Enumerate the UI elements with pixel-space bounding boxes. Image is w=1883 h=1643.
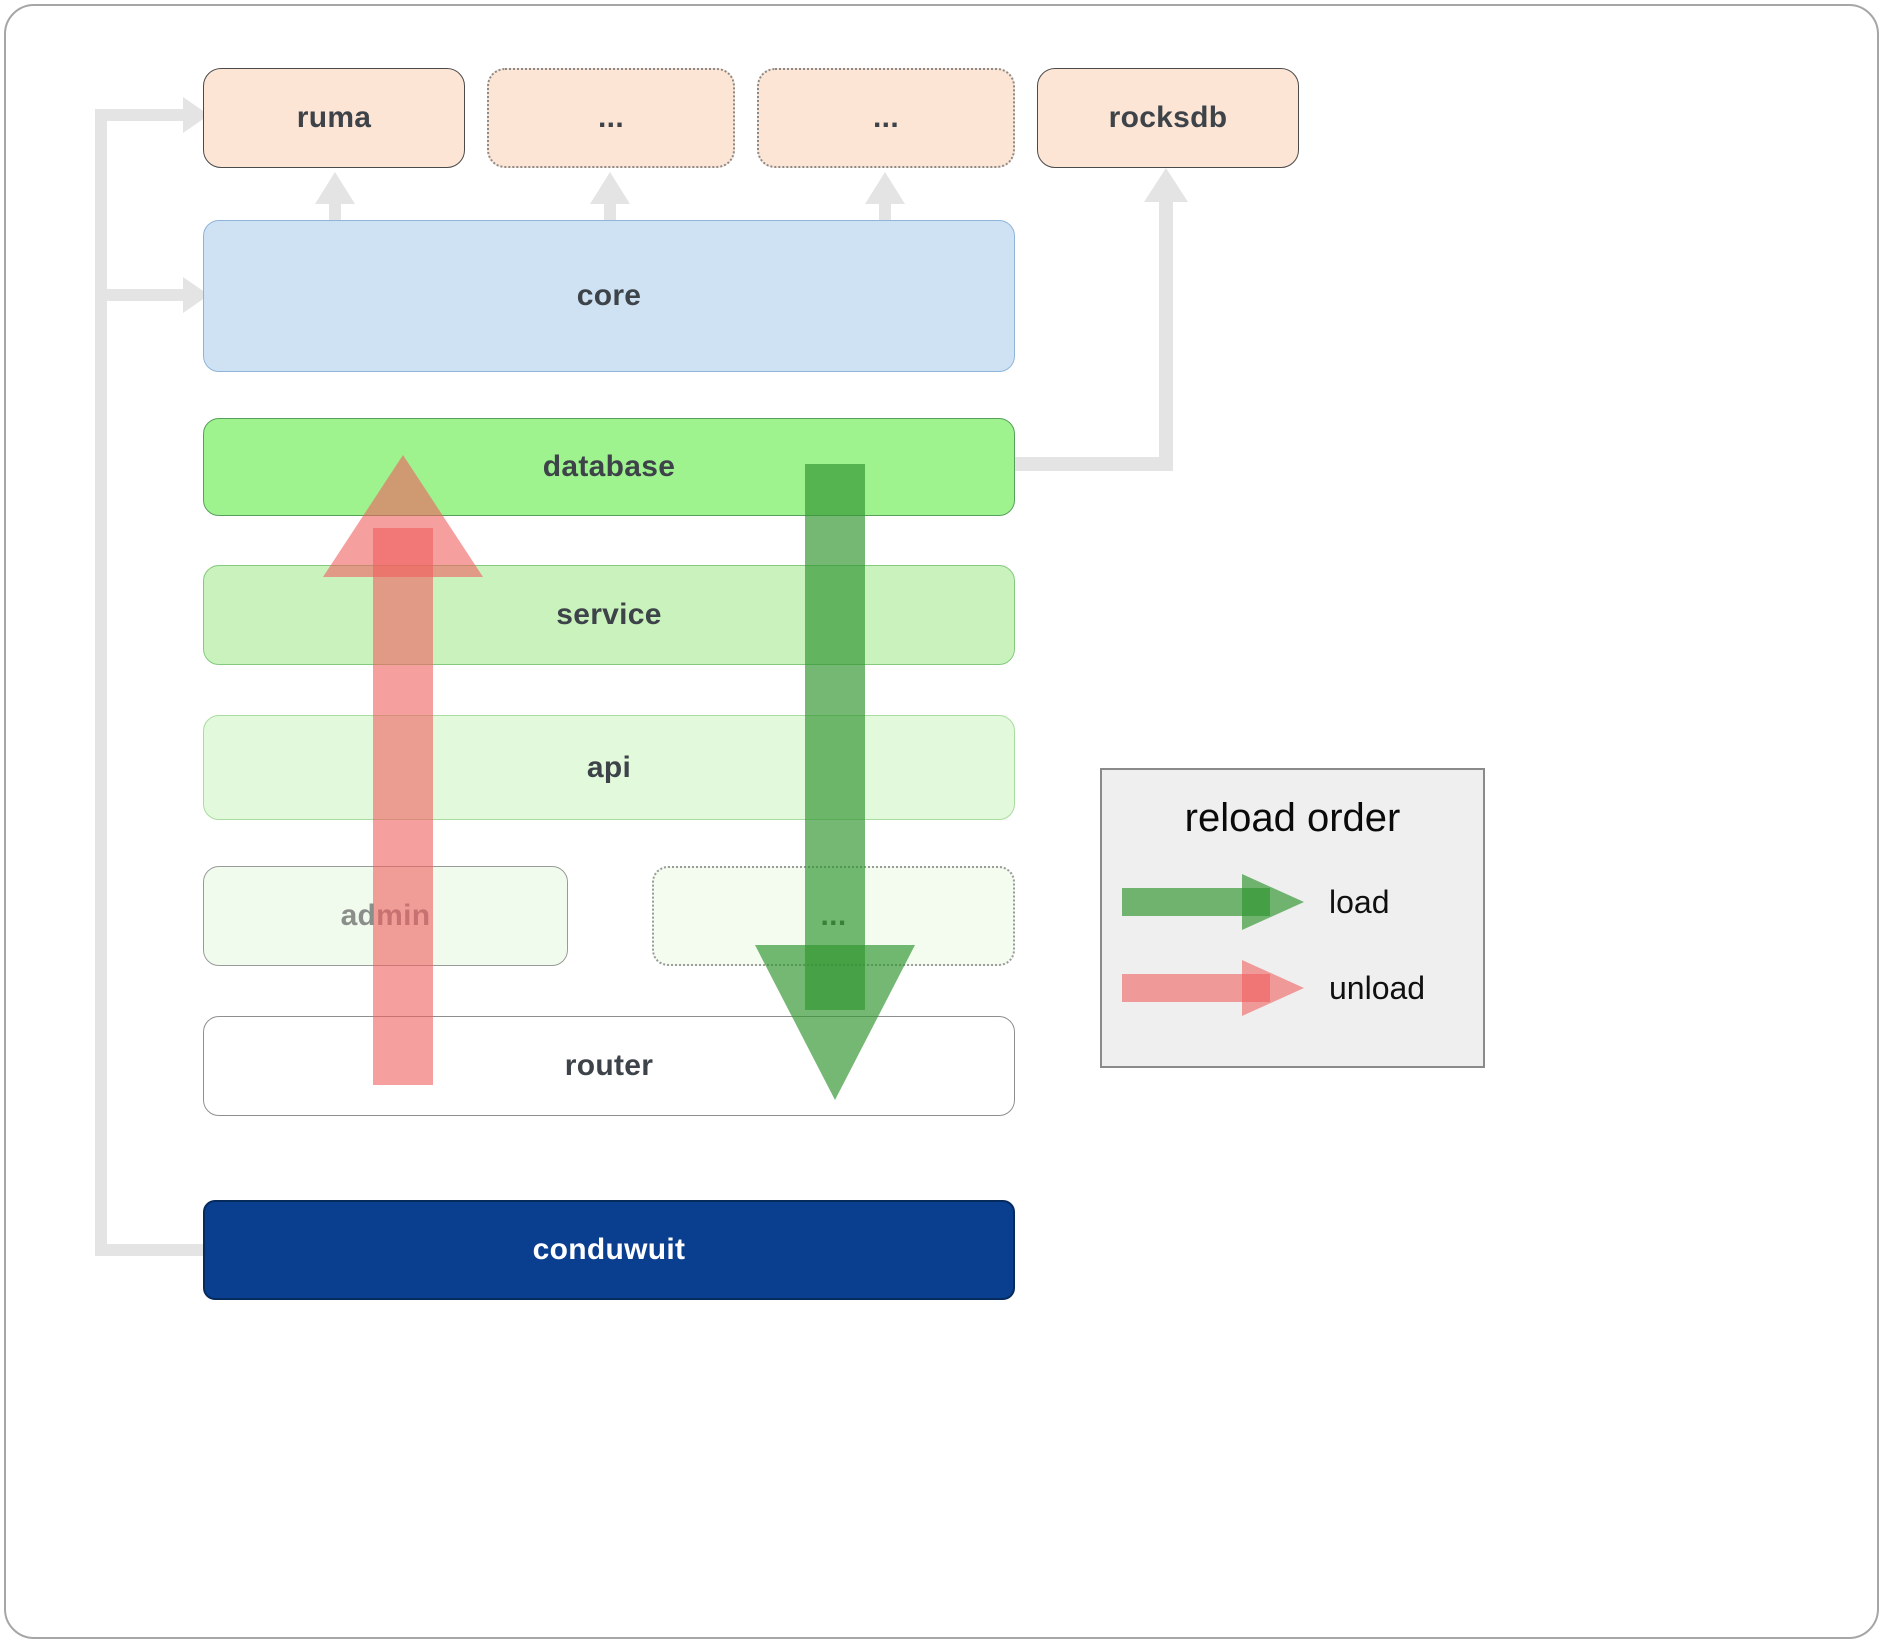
arrowhead-up-1-icon bbox=[315, 172, 355, 204]
box-ellipsis-2-label: ... bbox=[873, 101, 899, 134]
box-admin: admin bbox=[203, 866, 568, 966]
box-ellipsis-3-label: ... bbox=[820, 899, 847, 932]
box-ruma-label: ruma bbox=[296, 101, 372, 134]
conduwuit-to-ruma-connector bbox=[95, 109, 203, 1256]
box-ruma: ruma bbox=[203, 68, 465, 168]
connector-arrowhead-rocksdb-icon bbox=[1144, 168, 1188, 202]
box-ellipsis-1: ... bbox=[487, 68, 735, 168]
legend: reload order load unload bbox=[1100, 768, 1485, 1068]
legend-load-label: load bbox=[1329, 883, 1390, 920]
box-admin-label: admin bbox=[340, 899, 431, 932]
load-arrow-icon bbox=[1122, 874, 1304, 930]
box-router-label: router bbox=[564, 1049, 654, 1082]
database-to-rocksdb-connector bbox=[1015, 200, 1173, 471]
box-api-label: api bbox=[586, 750, 632, 784]
box-core-label: core bbox=[576, 279, 642, 312]
box-service: service bbox=[203, 565, 1015, 665]
legend-row-unload: unload bbox=[1122, 945, 1463, 1031]
box-rocksdb-label: rocksdb bbox=[1108, 101, 1228, 134]
box-database: database bbox=[203, 418, 1015, 516]
box-conduwuit-label: conduwuit bbox=[532, 1233, 686, 1266]
box-database-label: database bbox=[542, 450, 676, 483]
box-ellipsis-2: ... bbox=[757, 68, 1015, 168]
box-rocksdb: rocksdb bbox=[1037, 68, 1299, 168]
legend-unload-label: unload bbox=[1329, 969, 1426, 1006]
box-service-label: service bbox=[556, 598, 662, 631]
box-ellipsis-3: ... bbox=[652, 866, 1015, 966]
legend-title: reload order bbox=[1184, 796, 1401, 840]
box-router: router bbox=[203, 1016, 1015, 1116]
unload-arrow-icon bbox=[1122, 960, 1304, 1016]
box-ellipsis-1-label: ... bbox=[598, 101, 624, 134]
box-conduwuit: conduwuit bbox=[203, 1200, 1015, 1300]
box-core: core bbox=[203, 220, 1015, 372]
legend-row-load: load bbox=[1122, 859, 1463, 945]
arrowhead-up-2-icon bbox=[590, 172, 630, 204]
box-api: api bbox=[203, 715, 1015, 820]
arrowhead-up-3-icon bbox=[865, 172, 905, 204]
